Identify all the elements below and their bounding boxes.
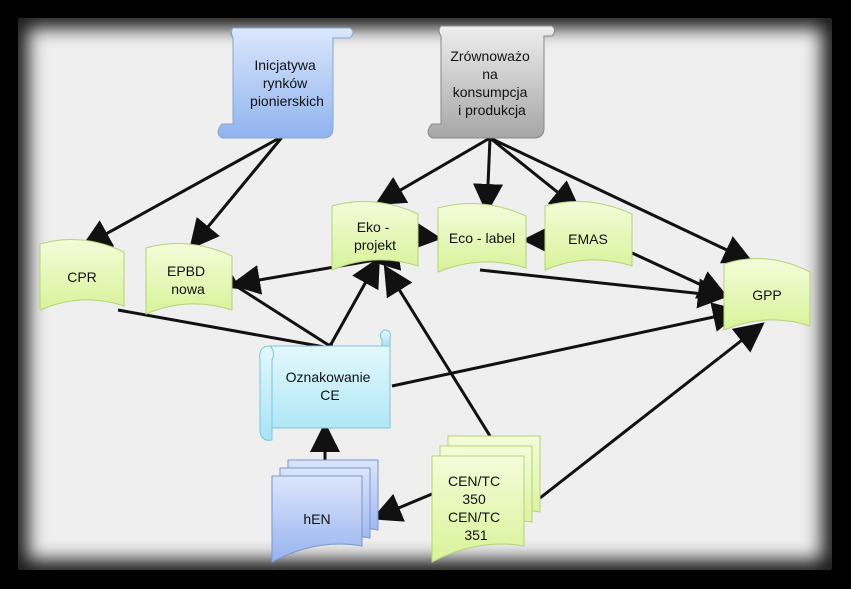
edge-cen-hen: [371, 492, 433, 522]
node-cen-label: CEN/TC 350 CEN/TC 351: [448, 473, 504, 543]
node-cpr: CPR: [39, 239, 125, 311]
edge-cpr-oznakowanie: [117, 308, 331, 350]
edge-ekoprojekt-ecolabel: [410, 220, 442, 251]
edge-zrownowazona-ekoprojekt: [374, 136, 491, 206]
node-inicjatywa: Inicjatywa rynków pionierskich: [217, 27, 354, 139]
node-ekoprojekt-label: Eko - projekt: [354, 219, 396, 253]
node-emas: EMAS: [544, 201, 633, 271]
node-gpp-label: GPP: [752, 287, 782, 303]
edge-cen-ekoprojekt: [383, 264, 492, 437]
node-zrownowazona: Zrównoważo na konsumpcja i produkcja: [427, 25, 555, 139]
node-cen: CEN/TC 350 CEN/TC 351: [431, 435, 541, 563]
node-epbd: EPBD nowa: [145, 243, 233, 315]
node-hen: hEN: [271, 459, 379, 563]
edge-epbd-oznakowanie: [207, 260, 331, 348]
edge-inicjatywa-cpr: [80, 134, 284, 248]
node-ecolabel-label: Eco - label: [449, 230, 515, 246]
node-epbd-label: EPBD nowa: [167, 263, 209, 297]
edge-oznakowanie-gpp: [391, 302, 743, 388]
node-inicjatywa-label: Inicjatywa rynków pionierskich: [250, 57, 324, 109]
edge-ecolabel-gpp: [479, 268, 728, 309]
node-emas-label: EMAS: [568, 231, 608, 247]
edge-cen-gpp: [539, 322, 765, 500]
node-ekoprojekt: Eko - projekt: [331, 201, 419, 271]
node-oznakowanie: Oznakowanie CE: [259, 329, 391, 441]
edge-inicjatywa-epbd: [189, 135, 285, 250]
node-cpr-label: CPR: [67, 269, 97, 285]
edge-ekoprojekt-epbd: [230, 241, 402, 295]
edge-zrownowazona-gpp: [489, 136, 754, 264]
edge-zrownowazona-emas: [489, 136, 581, 211]
edge-oznakowanie-ekoprojekt: [305, 256, 380, 375]
node-ecolabel: Eco - label: [437, 203, 527, 273]
node-gpp: GPP: [723, 258, 811, 331]
node-hen-label: hEN: [303, 511, 330, 527]
node-zrownowazona-label: Zrównoważo na konsumpcja i produkcja: [450, 48, 533, 118]
node-oznakowanie-label: Oznakowanie CE: [286, 369, 375, 403]
edge-zrownowazona-ecolabel: [473, 137, 504, 214]
